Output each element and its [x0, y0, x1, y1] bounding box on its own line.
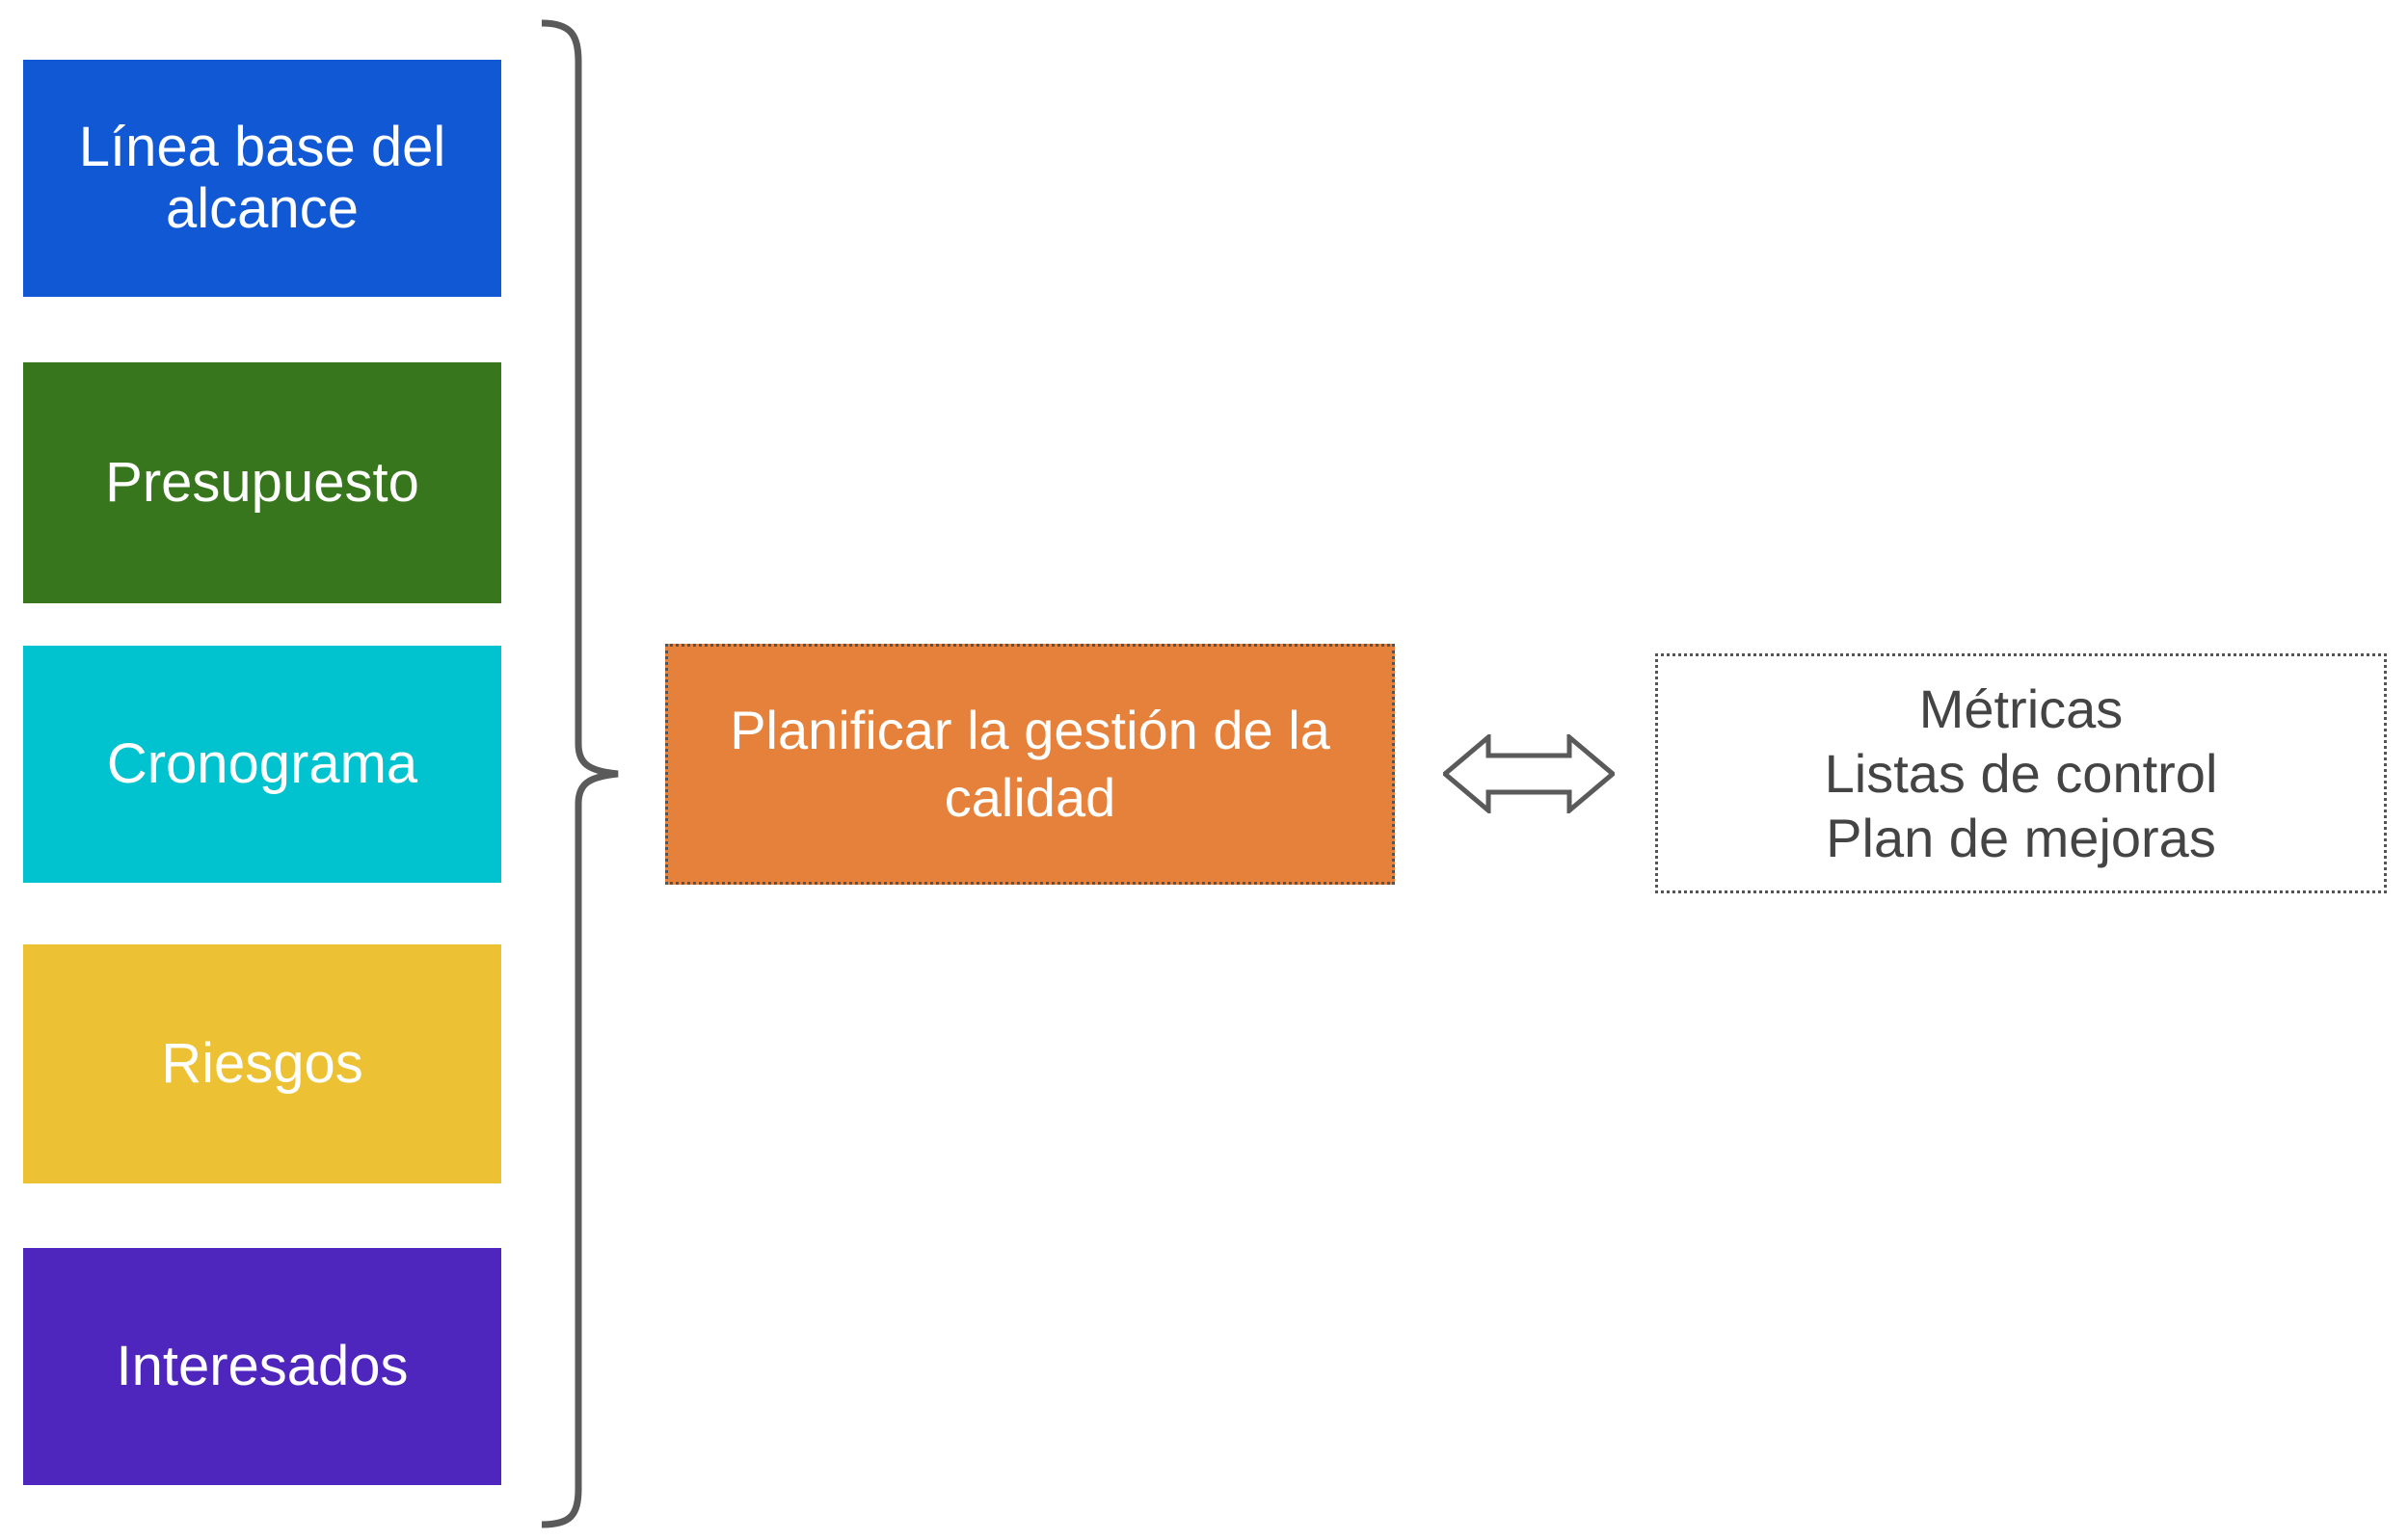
- double-arrow-shape: [1443, 734, 1615, 813]
- group-brace-icon: [541, 19, 619, 1528]
- outputs-box: Métricas Listas de control Plan de mejor…: [1655, 653, 2387, 893]
- input-box-presupuesto: Presupuesto: [23, 362, 501, 603]
- output-line-listas-de-control: Listas de control: [1824, 742, 2218, 804]
- input-box-riesgos: Riesgos: [23, 944, 501, 1183]
- output-line-plan-de-mejoras: Plan de mejoras: [1826, 808, 2216, 869]
- input-box-cronograma: Cronograma: [23, 646, 501, 883]
- double-arrow-icon: [1443, 734, 1615, 813]
- process-box-planificar-gestion-calidad: Planificar la gestión de la calidad: [665, 644, 1395, 885]
- output-line-metricas: Métricas: [1918, 677, 2124, 739]
- brace-path: [541, 19, 619, 1528]
- input-box-linea-base-del-alcance: Línea base del alcance: [23, 60, 501, 297]
- input-box-interesados: Interesados: [23, 1248, 501, 1485]
